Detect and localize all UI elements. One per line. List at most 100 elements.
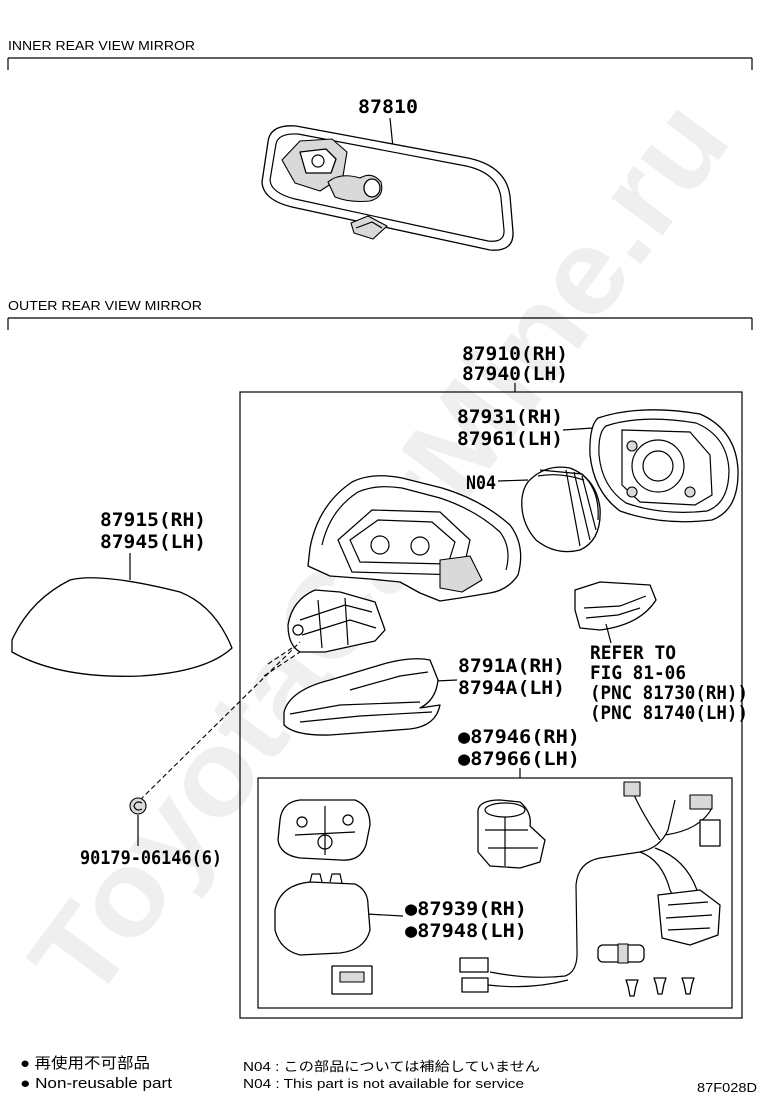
refer-line-1: REFER TO bbox=[590, 642, 676, 664]
actuator-cover-body bbox=[274, 881, 371, 956]
actuator-screw-2 bbox=[653, 977, 667, 995]
figure-code: 87F028D bbox=[697, 1080, 757, 1095]
mirror-cover-drawing bbox=[589, 409, 739, 523]
harness-connector-cluster-lines bbox=[665, 901, 713, 931]
label-87966: ●87966(LH) bbox=[458, 748, 580, 770]
harness-connector-cluster bbox=[657, 889, 721, 946]
mirror-cover-outline bbox=[589, 409, 739, 523]
inner-rear-view-mirror-drawing bbox=[261, 125, 514, 251]
sleeve-band bbox=[617, 943, 629, 964]
mirror-housing-pivot-2 bbox=[410, 536, 430, 556]
screw-90179-head bbox=[129, 797, 147, 815]
label-87961: 87961(LH) bbox=[457, 428, 563, 450]
mirror-base-drawing bbox=[287, 589, 386, 653]
inner-mirror-mount-plate bbox=[299, 148, 337, 174]
mirror-glass-drawing bbox=[11, 577, 233, 677]
harness-connector-end-1 bbox=[459, 957, 489, 973]
label-90179: 90179-06146(6) bbox=[80, 847, 222, 869]
sleeve-drawing bbox=[597, 943, 645, 964]
mirror-cover-boss-2 bbox=[684, 486, 696, 498]
actuator-backplate-rib bbox=[294, 806, 356, 855]
mirror-cover-frame bbox=[621, 429, 713, 506]
legend-en: ● Non-reusable part bbox=[20, 1075, 173, 1092]
label-87915: 87915(RH) bbox=[100, 509, 206, 531]
refer-line-4: (PNC 81740(LH)) bbox=[590, 702, 748, 724]
label-87948: ●87948(LH) bbox=[405, 920, 527, 942]
inner-mirror-connector-line bbox=[355, 221, 383, 229]
outer-section-title: OUTER REAR VIEW MIRROR bbox=[8, 298, 202, 313]
harness-end-wire bbox=[487, 979, 569, 988]
mirror-actuator-body bbox=[477, 799, 546, 869]
mirror-cover-boss-1 bbox=[626, 440, 638, 452]
leader-n04 bbox=[497, 479, 529, 482]
wire-harness-main bbox=[489, 799, 676, 978]
harness-connector-top-1 bbox=[623, 781, 641, 797]
wire-harness-drawing bbox=[459, 781, 721, 993]
actuator-backplate-body bbox=[277, 799, 371, 861]
n04-motor-rim bbox=[537, 469, 599, 521]
inner-mirror-connector bbox=[350, 215, 388, 240]
mirror-cover-inner bbox=[598, 418, 730, 513]
note-n04-jp: N04 : この部品については補給していません bbox=[243, 1059, 540, 1074]
screw-90179-mark bbox=[133, 801, 143, 811]
small-connector-slot bbox=[339, 971, 365, 983]
note-n04-en: N04 : This part is not available for ser… bbox=[243, 1076, 524, 1091]
mirror-base-ribs bbox=[299, 597, 377, 649]
leader-87939 bbox=[365, 913, 404, 917]
mirror-actuator-drawing bbox=[477, 799, 546, 869]
inner-section-title: INNER REAR VIEW MIRROR bbox=[8, 38, 195, 53]
small-connector-drawing bbox=[331, 965, 373, 995]
leader-87931 bbox=[562, 427, 594, 431]
label-87931: 87931(RH) bbox=[457, 406, 563, 428]
actuator-cover-tabs bbox=[309, 873, 343, 884]
actuator-backplate-drawing bbox=[277, 799, 371, 861]
refer-line-3: (PNC 81730(RH)) bbox=[590, 682, 748, 704]
harness-connector-top-3 bbox=[699, 819, 721, 847]
mirror-housing-pivot-1 bbox=[370, 535, 390, 555]
n04-motor-ribs bbox=[565, 469, 597, 547]
actuator-screw-1 bbox=[625, 979, 639, 997]
mirror-cover-boss-3 bbox=[626, 486, 638, 498]
n04-motor-drawing bbox=[521, 466, 601, 553]
actuator-backplate-hole-1 bbox=[296, 816, 308, 828]
label-87940: 87940(LH) bbox=[462, 363, 568, 385]
screw-path-2 bbox=[263, 651, 301, 677]
outer-section-divider bbox=[7, 317, 753, 330]
actuator-screw-3 bbox=[681, 977, 695, 995]
mirror-base-body bbox=[287, 589, 386, 653]
mirror-housing-drawing bbox=[307, 475, 522, 602]
leader-refer bbox=[605, 623, 612, 644]
label-87939: ●87939(RH) bbox=[405, 898, 527, 920]
label-87945: 87945(LH) bbox=[100, 531, 206, 553]
mirror-cover-ring-inner bbox=[642, 450, 674, 482]
inner-mirror-rim bbox=[269, 133, 505, 242]
mirror-actuator-detail bbox=[485, 817, 538, 866]
mirror-base-hole bbox=[292, 624, 304, 636]
harness-connector-top-2 bbox=[689, 794, 713, 810]
actuator-backplate-hole-2 bbox=[342, 814, 354, 826]
legend-jp: ● 再使用不可部品 bbox=[20, 1055, 150, 1072]
leader-87810 bbox=[389, 117, 394, 149]
wire-harness-branch-4 bbox=[631, 789, 661, 841]
label-87810: 87810 bbox=[358, 96, 418, 118]
mirror-housing-bracket bbox=[439, 555, 483, 593]
label-8791a: 8791A(RH) bbox=[458, 655, 565, 677]
actuator-cover-drawing bbox=[274, 873, 371, 956]
inner-mirror-mount-hole bbox=[311, 154, 325, 168]
refer-line-2: FIG 81-06 bbox=[590, 662, 686, 684]
screw-path-3 bbox=[267, 647, 293, 665]
wire-harness-branch-1 bbox=[639, 851, 681, 911]
screw-path-1 bbox=[139, 641, 301, 801]
outer-assembly-box bbox=[239, 391, 743, 1019]
lower-cover-strip-drawing bbox=[283, 658, 441, 736]
inner-section-divider bbox=[7, 57, 753, 70]
wire-harness-branch-3 bbox=[664, 807, 713, 836]
actuator-kit-box bbox=[257, 777, 733, 1009]
actuator-screws-drawing bbox=[625, 977, 695, 997]
n04-motor-body bbox=[521, 466, 601, 553]
leader-8791a bbox=[435, 679, 458, 682]
mirror-housing-edge bbox=[321, 486, 509, 571]
screw-90179-drawing bbox=[129, 797, 147, 815]
turn-signal-lens bbox=[583, 595, 647, 619]
lower-cover-strip-edge bbox=[289, 671, 433, 723]
